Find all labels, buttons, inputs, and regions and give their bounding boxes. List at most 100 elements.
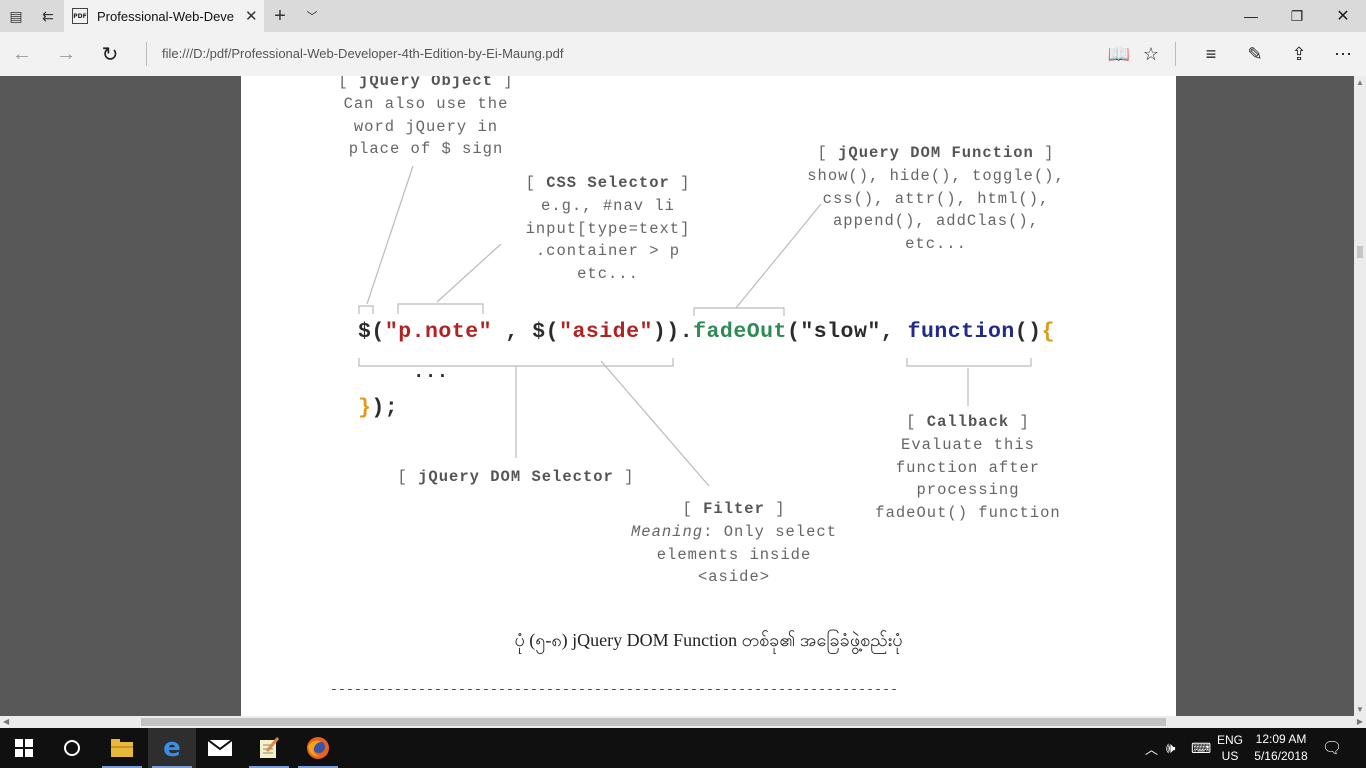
favorite-star-icon[interactable]: ☆ bbox=[1142, 43, 1160, 64]
code-token: ("slow", bbox=[786, 320, 908, 344]
note-heading: Filter bbox=[703, 500, 765, 518]
mail-button[interactable] bbox=[196, 728, 244, 768]
clock-time: 12:09 AM bbox=[1255, 732, 1307, 746]
network-icon[interactable]: ⌨ bbox=[1191, 739, 1212, 756]
note-meaning-label: Meaning bbox=[630, 522, 704, 541]
hub-icon[interactable]: ≡ bbox=[1205, 43, 1217, 64]
scroll-right-icon[interactable]: ▶ bbox=[1356, 717, 1363, 726]
taskbar: e ︿ 🕪 ⌨ ENG US 12:09 AM 5/16/2018 🗨 bbox=[0, 728, 1366, 768]
note-line: <aside> bbox=[697, 568, 771, 587]
language-code: ENG bbox=[1216, 733, 1243, 747]
running-indicator bbox=[152, 766, 192, 768]
vertical-scroll-thumb[interactable] bbox=[1357, 246, 1363, 258]
more-icon[interactable]: ⋯ bbox=[1334, 43, 1352, 64]
close-window-button[interactable]: ✕ bbox=[1336, 8, 1350, 25]
tab-title: Professional-Web-Deve bbox=[97, 8, 235, 24]
action-center-icon[interactable]: 🗨 bbox=[1322, 740, 1343, 757]
input-language[interactable]: ENG US bbox=[1212, 728, 1248, 768]
note-line: place of $ sign bbox=[348, 140, 504, 159]
running-indicator bbox=[102, 766, 142, 768]
reading-view-icon[interactable]: 📖 bbox=[1107, 43, 1131, 64]
diagram-lines bbox=[358, 165, 1032, 487]
note-line: etc... bbox=[905, 235, 967, 254]
mail-icon bbox=[208, 740, 232, 756]
back-button[interactable]: ← bbox=[12, 42, 32, 65]
folder-icon bbox=[111, 739, 133, 757]
note-line: append(), addClas(), bbox=[832, 212, 1040, 231]
url-field[interactable]: file:///D:/pdf/Professional-Web-Develope… bbox=[162, 46, 564, 61]
notepad-button[interactable] bbox=[245, 728, 293, 768]
code-token: $( bbox=[532, 320, 560, 344]
note-filter: [ Filter ] Meaning: Only select elements… bbox=[624, 498, 844, 589]
note-line: Can also use the bbox=[343, 94, 509, 113]
note-line: : Only select bbox=[703, 522, 838, 541]
note-line: .container > p bbox=[535, 242, 681, 261]
forward-button[interactable]: → bbox=[56, 42, 76, 65]
new-tab-icon[interactable]: + bbox=[274, 4, 286, 27]
code-line: $("p.note" , $("aside")).fadeOut("slow",… bbox=[358, 320, 1055, 344]
start-button[interactable] bbox=[0, 728, 48, 768]
code-token: () bbox=[1014, 320, 1042, 344]
note-heading: jQuery DOM Selector bbox=[418, 468, 614, 486]
minimize-button[interactable]: — bbox=[1244, 8, 1258, 24]
edge-button[interactable]: e bbox=[148, 728, 196, 768]
note-line: processing bbox=[916, 481, 1020, 500]
set-tabs-aside-icon[interactable]: ⇇ bbox=[42, 7, 54, 24]
scroll-left-icon[interactable]: ◀ bbox=[3, 717, 10, 726]
pdf-viewer[interactable]: [ jQuery Object ] Can also use the word … bbox=[0, 76, 1366, 716]
cortana-button[interactable] bbox=[48, 728, 96, 768]
running-indicator bbox=[298, 766, 338, 768]
note-jquery-object: [ jQuery Object ] Can also use the word … bbox=[336, 76, 516, 161]
note-line: e.g., #nav li bbox=[541, 196, 675, 215]
divider bbox=[1175, 42, 1176, 66]
running-indicator bbox=[249, 766, 289, 768]
notepad-icon bbox=[260, 737, 280, 758]
note-line: Evaluate this bbox=[901, 435, 1035, 454]
note-heading: jQuery DOM Function bbox=[838, 144, 1034, 162]
figure-caption: ပုံ (၅-၈) jQuery DOM Function တစ်ခု၏ အခြ… bbox=[514, 630, 903, 650]
code-token: fadeOut bbox=[693, 320, 787, 344]
note-line: etc... bbox=[577, 265, 639, 284]
show-hidden-icons[interactable]: ︿ bbox=[1145, 741, 1159, 757]
restore-button[interactable]: ❐ bbox=[1290, 7, 1304, 24]
horizontal-scroll-thumb[interactable] bbox=[141, 718, 1166, 726]
note-line: input[type=text] bbox=[525, 219, 691, 238]
clock-date: 5/16/2018 bbox=[1254, 749, 1308, 763]
note-line: show(), hide(), toggle(), bbox=[807, 166, 1065, 185]
note-line: elements inside bbox=[656, 545, 812, 564]
windows-icon bbox=[15, 739, 33, 757]
chevron-down-icon[interactable]: ﹀ bbox=[306, 11, 318, 23]
tab-preview-icon[interactable]: ▤ bbox=[9, 7, 23, 24]
note-css-selector: [ CSS Selector ] e.g., #nav li input[typ… bbox=[513, 172, 703, 286]
clock[interactable]: 12:09 AM 5/16/2018 bbox=[1252, 728, 1310, 768]
web-note-icon[interactable]: ✎ bbox=[1247, 43, 1263, 64]
tab-pdf[interactable]: PDF Professional-Web-Deve ✕ bbox=[64, 0, 264, 32]
pdf-icon: PDF bbox=[72, 8, 88, 24]
firefox-button[interactable] bbox=[294, 728, 342, 768]
cortana-icon bbox=[64, 740, 80, 756]
code-line: }); bbox=[358, 396, 398, 420]
pdf-page: [ jQuery Object ] Can also use the word … bbox=[241, 76, 1176, 716]
code-token: "p.note" bbox=[384, 320, 493, 344]
vertical-scrollbar[interactable]: ▲ ▼ bbox=[1354, 76, 1366, 716]
scroll-up-icon[interactable]: ▲ bbox=[1356, 78, 1364, 87]
code-token: "aside" bbox=[559, 320, 653, 344]
region-code: US bbox=[1221, 749, 1239, 763]
note-dom-function: [ jQuery DOM Function ] show(), hide(), … bbox=[796, 142, 1076, 256]
refresh-button[interactable]: ↻ bbox=[101, 43, 119, 66]
note-line: function after bbox=[895, 458, 1041, 477]
dashed-divider: ----------------------------------------… bbox=[330, 682, 899, 697]
horizontal-scrollbar[interactable]: ◀ ▶ bbox=[0, 716, 1366, 728]
volume-icon[interactable]: 🕪 bbox=[1166, 739, 1176, 757]
divider bbox=[146, 42, 147, 66]
code-token: { bbox=[1041, 320, 1055, 344]
firefox-icon bbox=[307, 737, 329, 759]
note-heading: Callback bbox=[926, 413, 1010, 431]
code-token: ); bbox=[371, 396, 399, 420]
close-tab-icon[interactable]: ✕ bbox=[245, 8, 258, 25]
code-token: . bbox=[679, 320, 694, 344]
file-explorer-button[interactable] bbox=[98, 728, 146, 768]
title-bar: ▤ ⇇ PDF Professional-Web-Deve ✕ + ﹀ — ❐ … bbox=[0, 0, 1366, 32]
share-icon[interactable]: ⇪ bbox=[1291, 43, 1307, 64]
scroll-down-icon[interactable]: ▼ bbox=[1356, 705, 1364, 714]
